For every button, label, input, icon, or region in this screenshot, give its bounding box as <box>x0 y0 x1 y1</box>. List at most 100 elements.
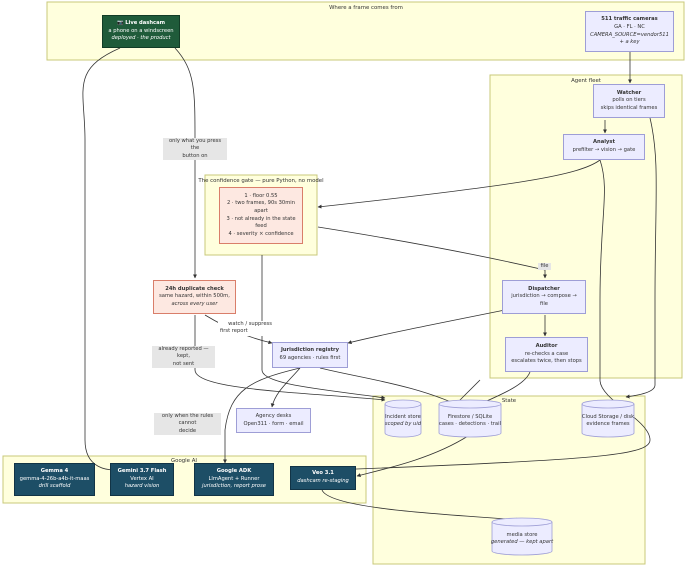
analyst-title: Analyst <box>593 139 615 146</box>
gemma-line1: gemma-4-26b-a4b-it-maas <box>19 475 90 482</box>
edge-label-already-reported: already reported — kept, not sent <box>152 346 215 369</box>
gemma-line2: drill scaffold <box>38 483 71 490</box>
node-gemma[interactable]: Gemma 4 gemma-4-26b-a4b-it-maas drill sc… <box>14 463 95 496</box>
edge-label-rules-cannot: only when the rules cannot decide <box>154 413 221 436</box>
edge-label-watch-suppress-line1: watch / suppress <box>228 321 272 327</box>
edge-label-already-reported-line1: already reported — kept, <box>158 346 209 360</box>
gemini-line1: Vertex AI <box>130 475 154 482</box>
node-live-dashcam[interactable]: 📷 Live dashcam a phone on a windscreen d… <box>102 15 180 48</box>
cluster-agent-fleet <box>489 74 683 379</box>
edge-label-only-press: only what you press the button on <box>163 138 227 161</box>
cloud-storage-line2: evidence frames <box>586 421 630 428</box>
dispatcher-line2: file <box>540 300 548 307</box>
cloud-storage-shape <box>581 399 635 438</box>
agency-desks-line2: Open311 · form · email <box>243 420 304 427</box>
cluster-frame-source-title: Where a frame comes from <box>329 5 403 11</box>
edge-jurisdiction-agency <box>270 367 301 408</box>
gemini-line2: hazard vision <box>124 483 160 490</box>
firestore-line2: cases · detections · trail <box>439 421 501 428</box>
cloud-storage-line1: Cloud Storage / disk <box>581 414 635 420</box>
node-agency-desks[interactable]: Agency desks Open311 · form · email <box>236 408 311 433</box>
edge-label-already-reported-line2: not sent <box>172 360 195 367</box>
edge-veo-media <box>321 489 521 522</box>
veo-title: Veo 3.1 <box>312 470 334 477</box>
gemma-title: Gemma 4 <box>40 468 69 475</box>
edge-firestore-veo <box>356 435 469 478</box>
edge-label-only-press-line2: button on <box>182 152 208 159</box>
firestore-line1: Firestore / SQLite <box>447 414 493 420</box>
node-veo[interactable]: Veo 3.1 dashcam re-staging <box>290 466 356 490</box>
edge-dispatcher-jurisdiction <box>347 309 506 345</box>
live-dashcam-line2: deployed · the product <box>111 35 171 42</box>
node-dispatcher[interactable]: Dispatcher jurisdiction → compose → file <box>502 280 586 314</box>
edge-label-watch-suppress-line2: first report <box>220 328 248 335</box>
analyst-line1: prefilter → vision → gate <box>572 147 636 153</box>
gate-line6: 4 · severity × confidence <box>228 230 294 237</box>
edge-dashcam-gemini <box>82 47 121 472</box>
dup-check-line2: across every user <box>171 300 218 307</box>
dup-check-line1: same hazard, within 500m, <box>159 293 230 300</box>
live-dashcam-title: Live dashcam <box>125 20 166 27</box>
gate-line1: 1 · floor 0.55 <box>244 192 278 199</box>
traffic-cameras-line3: + a key <box>619 39 640 46</box>
node-traffic-cameras[interactable]: 511 traffic cameras GA · FL · NC CAMERA_… <box>585 11 674 52</box>
edge-gate-incident <box>261 255 386 400</box>
media-store-line1: media store <box>506 532 538 538</box>
edge-analyst-gate <box>317 159 601 209</box>
cluster-agent-fleet-title: Agent fleet <box>571 78 601 84</box>
edge-label-rules-cannot-line1: only when the rules cannot <box>161 413 214 427</box>
gate-line3: apart <box>254 207 268 214</box>
node-duplicate-check[interactable]: 24h duplicate check same hazard, within … <box>153 280 236 314</box>
watcher-line2: skips identical frames <box>600 104 658 111</box>
live-dashcam-line1: a phone on a windscreen <box>108 27 174 34</box>
dispatcher-line1: jurisdiction → compose → <box>511 293 577 300</box>
node-cloud-storage[interactable]: Cloud Storage / disk evidence frames <box>580 414 636 429</box>
adk-line1: LlmAgent + Runner <box>208 475 260 482</box>
watcher-line1: polls on tiers <box>612 97 646 104</box>
node-analyst[interactable]: Analyst prefilter → vision → gate <box>563 134 645 160</box>
incident-store-shape <box>384 399 422 438</box>
node-gemini[interactable]: Gemini 3.7 Flash Vertex AI hazard vision <box>110 463 174 496</box>
firestore-shape <box>438 399 502 438</box>
watcher-title: Watcher <box>616 89 642 96</box>
edge-watcher-cloud <box>625 117 657 399</box>
node-media-store[interactable]: media store generated — kept apart <box>488 532 556 547</box>
edge-dupcheck-incident <box>194 315 386 402</box>
node-confidence-gate[interactable]: 1 · floor 0.55 2 · two frames, 90s 30min… <box>219 187 303 244</box>
traffic-cameras-line2: CAMERA_SOURCE=vendor511 <box>590 31 669 38</box>
cluster-google-ai-title: Google AI <box>171 458 197 464</box>
cluster-confidence-gate-title: The confidence gate — pure Python, no mo… <box>197 178 323 184</box>
agency-desks-line1: Agency desks <box>255 412 292 419</box>
incident-store-line2: scoped by uid <box>384 421 422 428</box>
edge-label-file: file <box>538 263 551 271</box>
node-auditor[interactable]: Auditor re-checks a case escalates twice… <box>505 337 588 372</box>
node-firestore[interactable]: Firestore / SQLite cases · detections · … <box>437 414 503 429</box>
node-jurisdiction-registry[interactable]: Jurisdiction registry 69 agencies · rule… <box>272 342 348 368</box>
adk-title: Google ADK <box>216 468 252 475</box>
dispatcher-title: Dispatcher <box>528 285 560 292</box>
auditor-line1: re-checks a case <box>524 350 569 357</box>
edge-label-rules-cannot-line2: decide <box>178 427 197 434</box>
node-incident-store[interactable]: Incident store scoped by uid <box>383 414 423 429</box>
dup-check-title: 24h duplicate check <box>165 285 224 292</box>
traffic-cameras-line1: GA · FL · NC <box>614 23 645 30</box>
traffic-cameras-title: 511 traffic cameras <box>601 16 658 23</box>
camera-icon: 📷 <box>116 20 124 27</box>
adk-line2: jurisdiction, report prose <box>202 483 266 490</box>
veo-line1: dashcam re-staging <box>297 478 349 484</box>
gate-line2: 2 · two frames, 90s 30min <box>226 200 296 207</box>
node-google-adk[interactable]: Google ADK LlmAgent + Runner jurisdictio… <box>194 463 274 496</box>
edge-analyst-gemini <box>329 159 651 472</box>
auditor-line2: escalates twice, then stops <box>511 358 582 365</box>
edge-label-watch-suppress: watch / suppress first report <box>218 321 282 336</box>
gate-line4: 3 · not already in the state <box>226 215 296 222</box>
node-watcher[interactable]: Watcher polls on tiers skips identical f… <box>593 84 665 118</box>
jurisdiction-title: Jurisdiction registry <box>280 347 339 354</box>
auditor-title: Auditor <box>535 343 558 350</box>
incident-store-line1: Incident store <box>385 414 421 420</box>
media-store-shape <box>491 517 553 556</box>
edge-gate-dispatcher <box>317 226 547 279</box>
gemini-title: Gemini 3.7 Flash <box>117 468 167 475</box>
media-store-line2: generated — kept apart <box>490 539 554 546</box>
